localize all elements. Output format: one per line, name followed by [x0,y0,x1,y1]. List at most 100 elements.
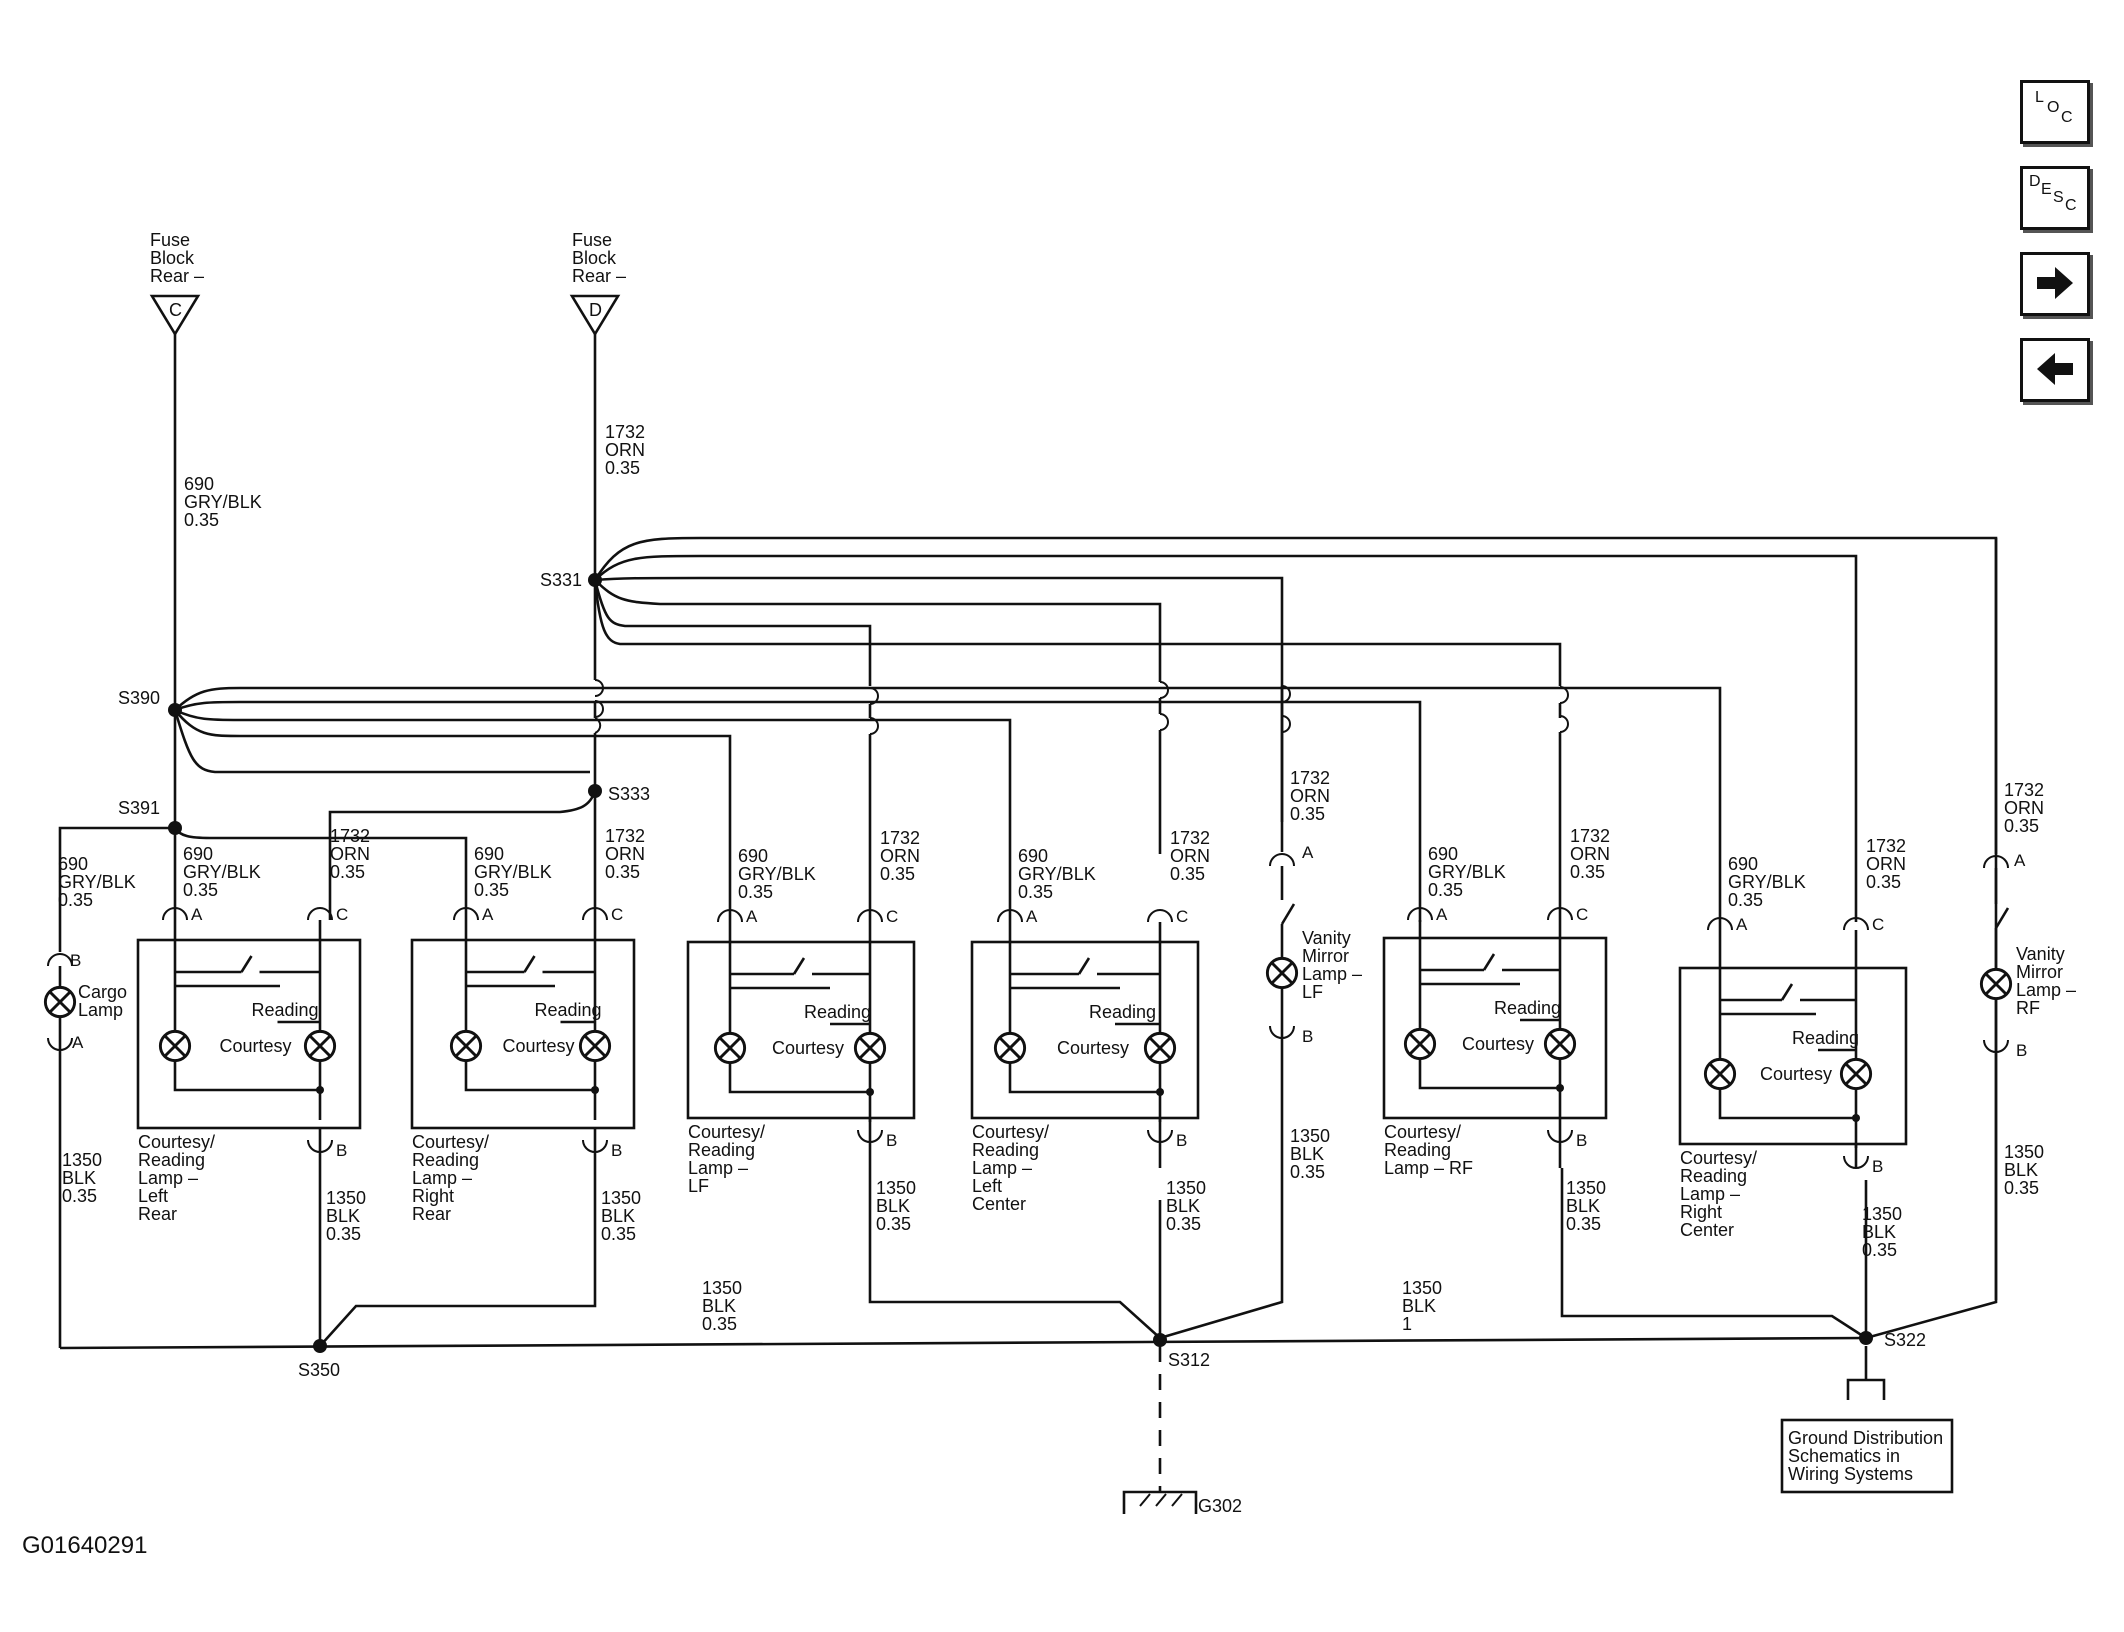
wire-label: 0.35 [1566,1214,1601,1234]
splice-s391-label: S391 [118,798,160,818]
splice-s390-label: S390 [118,688,160,708]
wire-label: 1350 [1290,1126,1330,1146]
wire-label: BLK [2004,1160,2038,1180]
wire-label: 0.35 [605,862,640,882]
bulb-icon [853,1031,887,1065]
lamp-name: Courtesy/ [412,1132,489,1152]
wire-label: 0.35 [58,890,93,910]
wire-label: 0.35 [605,458,640,478]
connector-a [453,907,479,921]
fuse-d-terminal: D [589,300,602,320]
splice-s312-label: S312 [1168,1350,1210,1370]
connector-c [307,907,333,921]
pin-label: A [1302,843,1314,862]
wire-label: 1350 [2004,1142,2044,1162]
wire-label: ORN [1290,786,1330,806]
courtesy-label: Courtesy [220,1036,292,1056]
vanity-label: Vanity [1302,928,1351,948]
wire-label: ORN [1170,846,1210,866]
lamp-housing [970,940,1200,1120]
wire-label: 690 [474,844,504,864]
pin-label: B [1576,1131,1587,1150]
reading-label: Reading [535,1000,602,1020]
wire-label: 690 [58,854,88,874]
wire-label: 1350 [1862,1204,1902,1224]
wire-label: 1350 [1402,1278,1442,1298]
ground-label: G302 [1198,1496,1242,1516]
lamp-name: Lamp – [688,1158,748,1178]
wire-label: ORN [330,844,370,864]
fuse-block-rear-d: Fuse Block Rear – D [569,230,626,337]
pin-label: B [1302,1027,1313,1046]
pin-label: A [1436,905,1448,924]
pin-label: A [1736,915,1748,934]
orn-bus-s331 [593,536,1998,1300]
switch [523,955,536,973]
lamp-name: Center [1680,1220,1734,1240]
cargo-label: Lamp [78,1000,123,1020]
wire-label: GRY/BLK [184,492,262,512]
fuse-c-terminal: C [169,300,182,320]
pin-label: A [191,905,203,924]
ground-distribution-reference[interactable]: Ground Distribution Schematics in Wiring… [1780,1346,1954,1494]
switch [1994,907,2010,929]
pin-label: C [1872,915,1884,934]
splice-s350-dot [313,1339,327,1353]
vanity-label: Lamp – [1302,964,1362,984]
lamp-name: Left [138,1186,168,1206]
wire-label: ORN [2004,798,2044,818]
wire-label: 1350 [601,1188,641,1208]
wire-label: 1732 [605,826,645,846]
wire-label: ORN [880,846,920,866]
wire-label: 0.35 [702,1314,737,1334]
splice-s312-dot [1153,1333,1167,1347]
wire-label: ORN [605,844,645,864]
connector-c [1547,907,1573,921]
previous-page-button[interactable] [2020,338,2090,402]
wire-label: 0.35 [601,1224,636,1244]
splice-s331-dot [588,573,602,587]
lamp-name: Right [1680,1202,1722,1222]
fuse-c-label: Rear – [150,266,204,286]
lamp-name: Lamp – RF [1384,1158,1473,1178]
wire-label: 690 [184,474,214,494]
desc-letter: C [2065,197,2077,214]
pin-label: A [72,1033,84,1052]
splice-s322-label: S322 [1884,1330,1926,1350]
bulb-icon [993,1031,1027,1065]
bulb-icon [1839,1057,1873,1091]
pin-label: A [482,905,494,924]
wire-label: BLK [62,1168,96,1188]
ground-hatch [1139,1493,1183,1507]
lamp-name: Lamp – [1680,1184,1740,1204]
lamp-name: Reading [138,1150,205,1170]
connector-a [1269,853,1295,867]
wire-label: GRY/BLK [1018,864,1096,884]
courtesy-label: Courtesy [1462,1034,1534,1054]
lamp-name: Lamp – [412,1168,472,1188]
fuse-c-label: Fuse [150,230,190,250]
wire-label: 0.35 [62,1186,97,1206]
lamp-name: LF [688,1176,709,1196]
fuse-d-label: Block [572,248,617,268]
bulb-icon [1143,1031,1177,1065]
loc-button[interactable]: L O C [2020,80,2090,144]
wire-label: 0.35 [326,1224,361,1244]
courtesy-label: Courtesy [1760,1064,1832,1084]
wire-label: 0.35 [1290,1162,1325,1182]
pin-label: C [1576,905,1588,924]
wire-label: 1350 [1566,1178,1606,1198]
next-page-button[interactable] [2020,252,2090,316]
lamp-name: Center [972,1194,1026,1214]
fuse-d-label: Fuse [572,230,612,250]
connector-c [1147,909,1173,923]
splice-s331-label: S331 [540,570,582,590]
vanity-label: LF [1302,982,1323,1002]
desc-button[interactable]: D E S C [2020,166,2090,230]
pin-label: B [1176,1131,1187,1150]
wire-label: BLK [702,1296,736,1316]
switch [1280,903,1296,925]
lamp-name: Courtesy/ [1384,1122,1461,1142]
